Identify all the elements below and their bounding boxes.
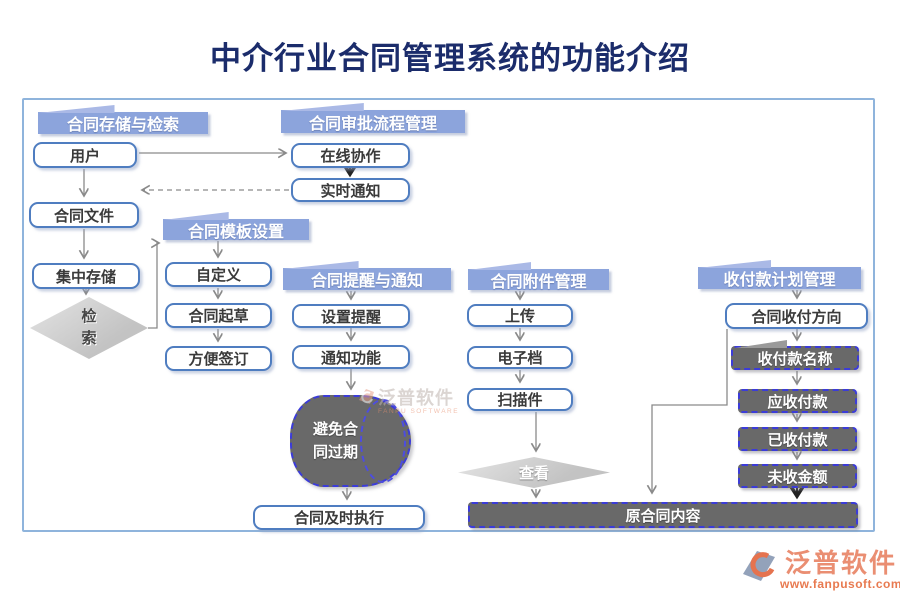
- node-electronic-file: 电子档: [467, 346, 573, 369]
- avoid-expire-label: 避免合同过期: [312, 420, 358, 461]
- section-header-approval: 合同审批流程管理: [281, 110, 465, 133]
- node-received: 已收付款: [738, 427, 857, 451]
- footer-logo-website: www.fanpusoft.com: [780, 577, 900, 591]
- section-header-template: 合同模板设置: [163, 219, 309, 241]
- center-watermark: 泛普软件 FANPU SOFTWARE: [358, 389, 459, 416]
- node-user: 用户: [33, 142, 137, 168]
- node-central-storage: 集中存储: [32, 263, 140, 289]
- node-timely-execute: 合同及时执行: [253, 505, 425, 530]
- watermark-subtitle: FANPU SOFTWARE: [378, 408, 460, 415]
- section-header-attachment: 合同附件管理: [468, 269, 609, 291]
- section-header-payment: 收付款计划管理: [698, 267, 861, 289]
- node-scan-copy: 扫描件: [467, 388, 573, 411]
- watermark-logo-icon: [359, 389, 374, 404]
- node-realtime-notice: 实时通知: [291, 178, 410, 202]
- node-upload: 上传: [467, 304, 573, 327]
- footer-logo-brand: 泛普软件: [785, 548, 898, 578]
- fanpu-logo-icon: [743, 551, 775, 581]
- node-avoid-expire-cylinder: 避免合同过期: [290, 395, 411, 487]
- watermark-brand: 泛普软件: [378, 388, 454, 408]
- node-online-collaboration: 在线协作: [291, 143, 410, 168]
- node-contract-file: 合同文件: [29, 202, 139, 228]
- search-decision-label: 检索: [81, 307, 97, 348]
- node-original-content: 原合同内容: [468, 502, 858, 528]
- view-decision-label: 查看: [518, 465, 549, 482]
- node-set-reminder: 设置提醒: [292, 304, 410, 328]
- section-header-reminder: 合同提醒与通知: [283, 268, 451, 290]
- node-draft: 合同起草: [165, 303, 272, 328]
- node-outstanding: 未收金额: [738, 464, 857, 488]
- node-payment-name: 收付款名称: [731, 346, 859, 370]
- node-notice-function: 通知功能: [292, 345, 410, 369]
- node-customize: 自定义: [165, 262, 272, 287]
- node-payment-direction: 合同收付方向: [725, 303, 868, 329]
- node-receivable: 应收付款: [738, 389, 857, 413]
- section-header-storage: 合同存储与检索: [38, 112, 208, 134]
- node-easy-sign: 方便签订: [165, 346, 272, 371]
- cylinder-cap: [360, 399, 406, 483]
- page-title: 中介行业合同管理系统的功能介绍: [210, 41, 690, 76]
- footer-logo: 泛普软件 www.fanpusoft.com: [742, 550, 900, 590]
